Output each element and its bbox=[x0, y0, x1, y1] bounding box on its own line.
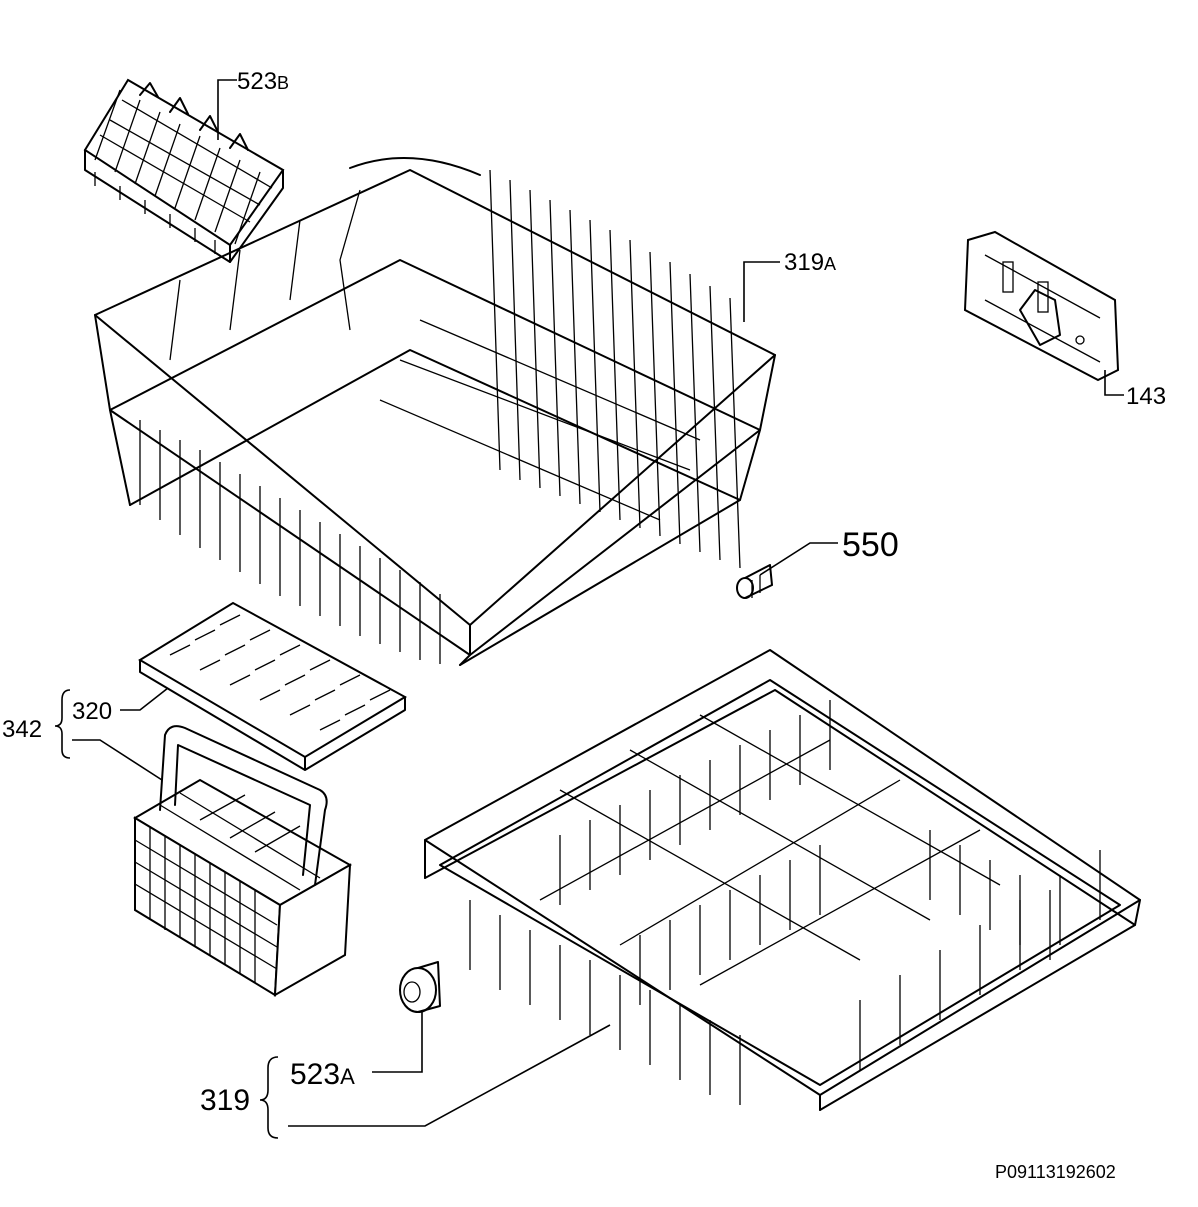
leader-523a bbox=[372, 1010, 423, 1073]
brace-319 bbox=[259, 1056, 279, 1139]
part-143-rack-adjuster bbox=[963, 230, 1120, 382]
label-523a: 523A bbox=[290, 1058, 355, 1091]
label-319a: 319A bbox=[784, 249, 836, 276]
part-319a-upper-basket bbox=[94, 157, 776, 666]
leader-523b bbox=[217, 79, 237, 140]
leader-143 bbox=[1104, 370, 1124, 396]
label-319: 319 bbox=[200, 1084, 250, 1117]
label-550: 550 bbox=[842, 526, 899, 564]
part-550-axle bbox=[736, 564, 773, 599]
leader-342 bbox=[72, 739, 163, 781]
brace-342 bbox=[54, 689, 71, 759]
part-523b-cup-rack bbox=[83, 78, 285, 263]
label-523b: 523B bbox=[237, 68, 289, 95]
label-342: 342 bbox=[2, 716, 42, 743]
part-523a-wheel bbox=[399, 961, 441, 1013]
part-319-lower-basket bbox=[424, 649, 1141, 1111]
leader-319 bbox=[288, 1024, 611, 1127]
leader-550 bbox=[759, 542, 838, 576]
part-342-cutlery-basket bbox=[133, 725, 353, 997]
leader-lines bbox=[72, 79, 1124, 1127]
leader-320 bbox=[120, 687, 169, 711]
label-143: 143 bbox=[1126, 383, 1166, 410]
drawing-number: P09113192602 bbox=[995, 1162, 1116, 1182]
label-320: 320 bbox=[72, 698, 112, 725]
part-320-basket-cover bbox=[138, 601, 408, 771]
leader-319a bbox=[743, 261, 780, 322]
